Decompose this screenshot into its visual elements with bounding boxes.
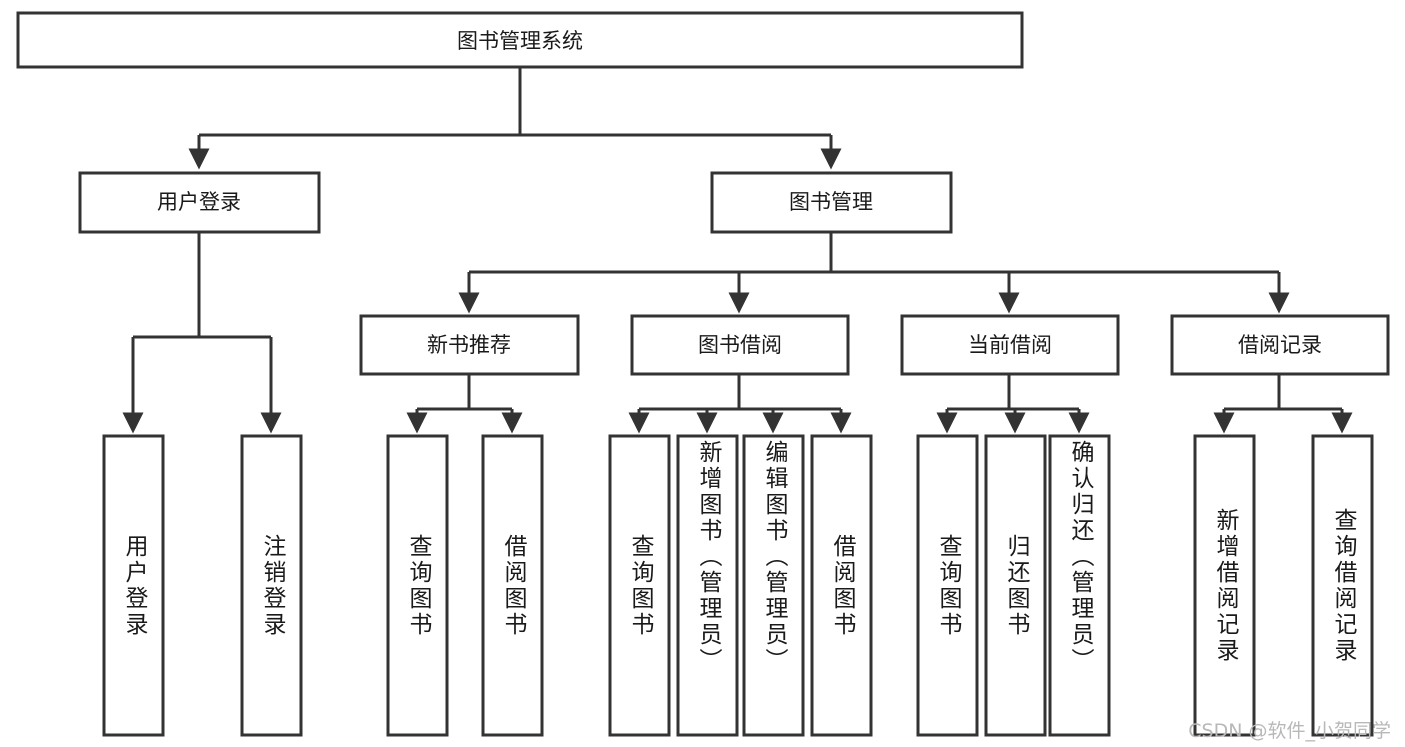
node-borrow-record[interactable]: 借阅记录 — [1170, 314, 1390, 376]
leaf-box-borrow-book-2[interactable] — [810, 434, 873, 737]
leaf-box-add-record[interactable] — [1193, 434, 1256, 737]
connector-bookmgmt-to-level3 — [458, 232, 1290, 314]
node-root-system[interactable]: 图书管理系统 — [16, 11, 1024, 69]
node-user-login[interactable]: 用户登录 — [78, 171, 321, 234]
node-book-borrow-label: 图书借阅 — [698, 333, 782, 357]
leaf-box-query-book-2[interactable] — [608, 434, 671, 737]
connector-root-to-level2 — [188, 67, 842, 170]
node-root-label: 图书管理系统 — [457, 29, 583, 53]
csdn-watermark: CSDN @软件_小贺同学 — [1188, 720, 1391, 742]
leaf-box-borrow-book-1[interactable] — [481, 434, 544, 737]
node-new-book-recommend-label: 新书推荐 — [427, 333, 511, 357]
connector-userlogin-to-leaves — [122, 232, 282, 434]
connector-record-to-leaves — [1213, 374, 1353, 434]
node-current-borrow[interactable]: 当前借阅 — [900, 314, 1120, 376]
node-borrow-record-label: 借阅记录 — [1238, 333, 1322, 357]
leaf-box-return-book[interactable] — [984, 434, 1047, 737]
node-new-book-recommend[interactable]: 新书推荐 — [359, 314, 580, 376]
connector-current-to-leaves — [936, 374, 1090, 434]
leaf-box-confirm-return[interactable] — [1048, 434, 1111, 737]
connector-borrow-to-leaves — [628, 374, 852, 434]
leaf-box-query-book-1[interactable] — [386, 434, 449, 737]
leaf-box-query-book-3[interactable] — [916, 434, 979, 737]
leaf-box-edit-book[interactable] — [742, 434, 805, 737]
node-user-login-label: 用户登录 — [157, 190, 241, 214]
leaf-box-user-login[interactable] — [102, 434, 165, 737]
node-book-management[interactable]: 图书管理 — [710, 171, 953, 234]
leaf-box-logout[interactable] — [240, 434, 303, 737]
connector-newbook-to-leaves — [406, 374, 523, 434]
leaf-box-query-record[interactable] — [1311, 434, 1374, 737]
node-book-management-label: 图书管理 — [789, 190, 873, 214]
node-book-borrow[interactable]: 图书借阅 — [630, 314, 850, 376]
node-current-borrow-label: 当前借阅 — [968, 333, 1052, 357]
leaf-box-add-book[interactable] — [676, 434, 739, 737]
